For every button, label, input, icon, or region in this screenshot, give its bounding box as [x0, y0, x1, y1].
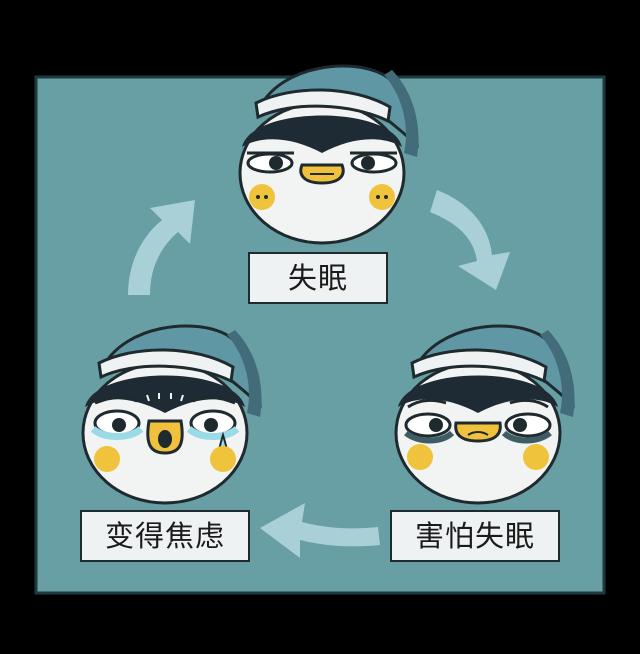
- stage-label-anxious: 变得焦虑: [80, 510, 250, 562]
- penguin-face-icon: [394, 324, 575, 505]
- penguin-face-icon: [238, 64, 419, 245]
- stage-label-fear-insomnia: 害怕失眠: [390, 510, 560, 562]
- sleeping-cap-icon: [97, 324, 262, 417]
- cycle-arrow-icon: [430, 190, 510, 290]
- cycle-arrow-icon: [128, 200, 195, 295]
- penguin-face-icon: [81, 324, 262, 505]
- sleeping-cap-icon: [254, 64, 419, 157]
- cycle-arrow-icon: [260, 503, 380, 558]
- sleeping-cap-icon: [410, 324, 575, 417]
- stage-label-insomnia: 失眠: [248, 252, 388, 304]
